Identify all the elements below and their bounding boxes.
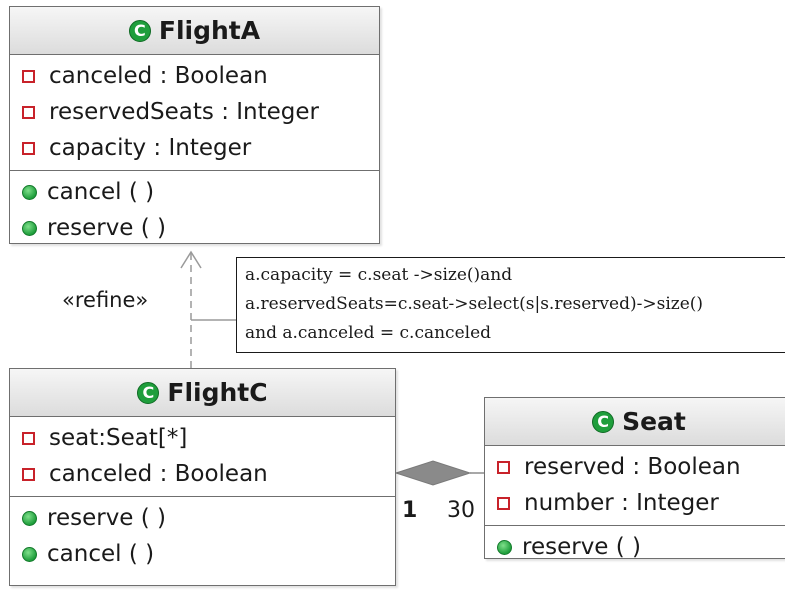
class-flighta-header: C FlightA [10, 7, 379, 55]
private-attribute-icon [22, 431, 35, 445]
attribute: number : Integer [497, 485, 785, 521]
operation: reserve ( ) [497, 529, 785, 565]
private-attribute-icon [22, 141, 35, 155]
private-attribute-icon [497, 460, 510, 474]
note-line: and a.canceled = c.canceled [245, 323, 492, 343]
operation-label: reserve ( ) [47, 215, 167, 241]
public-operation-icon [497, 539, 512, 555]
private-attribute-icon [22, 105, 35, 119]
attribute-compartment: canceled : Boolean reservedSeats : Integ… [10, 55, 379, 171]
private-attribute-icon [497, 496, 510, 510]
refine-arrowhead [180, 250, 202, 269]
public-operation-icon [22, 510, 37, 526]
attribute: reserved : Boolean [497, 449, 785, 485]
note-line: a.reservedSeats=c.seat->select(s|s.reser… [245, 294, 704, 314]
class-seat[interactable]: C Seat reserved : Boolean number : Integ… [484, 397, 785, 560]
attribute: seat:Seat[*] [22, 420, 395, 456]
attribute: capacity : Integer [22, 130, 379, 166]
class-name: FlightA [158, 16, 261, 45]
class-name: FlightC [167, 378, 268, 407]
private-attribute-icon [22, 467, 35, 481]
operation: reserve ( ) [22, 500, 395, 536]
attribute-label: reserved : Boolean [524, 454, 741, 480]
class-flighta[interactable]: C FlightA canceled : Boolean reservedSea… [9, 6, 380, 244]
class-icon: C [137, 381, 160, 404]
class-flightc[interactable]: C FlightC seat:Seat[*] canceled : Boolea… [9, 368, 396, 586]
operation-compartment: cancel ( ) reserve ( ) [10, 171, 379, 250]
class-flightc-header: C FlightC [10, 369, 395, 417]
public-operation-icon [22, 220, 37, 236]
public-operation-icon [22, 546, 37, 562]
composition-diamond [394, 460, 472, 486]
operation-label: reserve ( ) [47, 505, 167, 531]
class-name: Seat [622, 407, 686, 436]
operation-label: cancel ( ) [47, 179, 155, 205]
attribute-label: canceled : Boolean [49, 461, 268, 487]
attribute-label: canceled : Boolean [49, 63, 268, 89]
class-icon: C [592, 410, 615, 433]
operation: reserve ( ) [22, 210, 379, 246]
operation-compartment: reserve ( ) [485, 526, 785, 569]
class-icon: C [128, 19, 151, 42]
attribute-compartment: seat:Seat[*] canceled : Boolean [10, 417, 395, 497]
attribute: canceled : Boolean [22, 456, 395, 492]
attribute-label: number : Integer [524, 490, 719, 516]
multiplicity-part: 30 [447, 498, 475, 523]
public-operation-icon [22, 184, 37, 200]
ocl-constraint-note[interactable]: a.capacity = c.seat ->size()and a.reserv… [236, 257, 785, 353]
attribute: reservedSeats : Integer [22, 94, 379, 130]
operation-label: reserve ( ) [522, 534, 642, 560]
attribute-label: reservedSeats : Integer [49, 99, 320, 125]
class-seat-header: C Seat [485, 398, 785, 446]
refine-stereotype-label: «refine» [62, 288, 149, 312]
attribute-label: seat:Seat[*] [49, 425, 188, 451]
operation-compartment: reserve ( ) cancel ( ) [10, 497, 395, 576]
operation-label: cancel ( ) [47, 541, 155, 567]
note-line: a.capacity = c.seat ->size()and [245, 265, 513, 285]
multiplicity-whole: 1 [402, 498, 418, 523]
private-attribute-icon [22, 69, 35, 83]
operation: cancel ( ) [22, 174, 379, 210]
attribute-compartment: reserved : Boolean number : Integer [485, 446, 785, 526]
attribute: canceled : Boolean [22, 58, 379, 94]
attribute-label: capacity : Integer [49, 135, 252, 161]
operation: cancel ( ) [22, 536, 395, 572]
